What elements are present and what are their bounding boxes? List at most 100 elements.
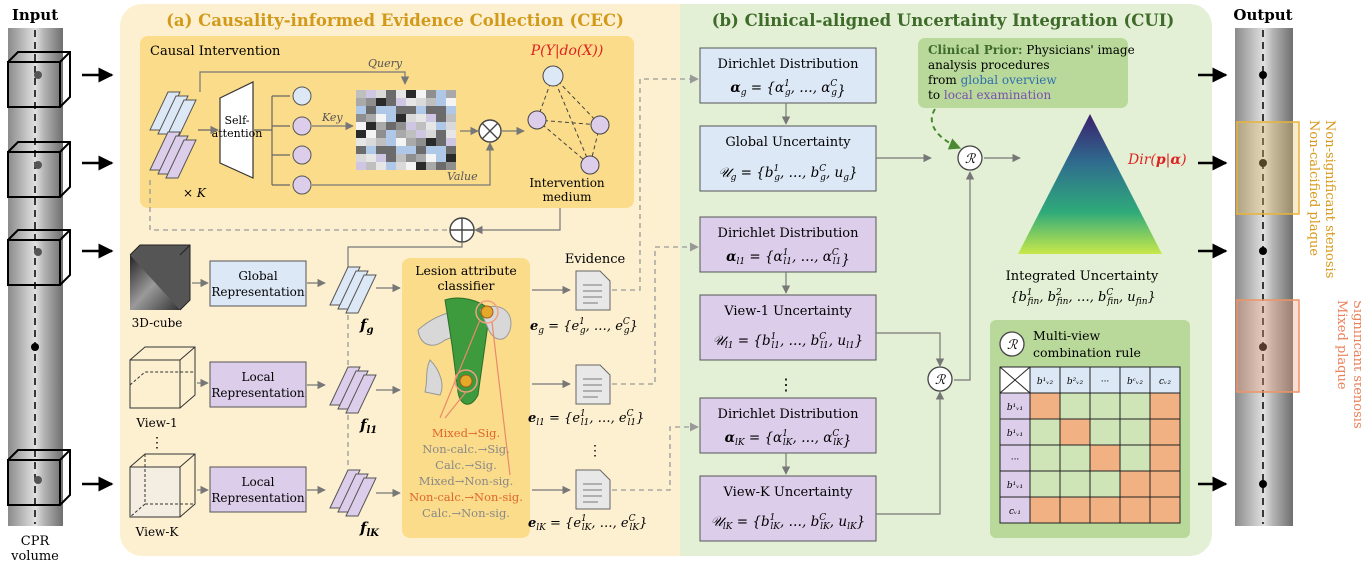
dirichlet-local-1-title: Dirichlet Distribution bbox=[718, 226, 860, 241]
attention-cell bbox=[376, 138, 386, 146]
attention-cell bbox=[416, 114, 426, 122]
output-label-2b: Significant stenosis bbox=[1350, 300, 1361, 429]
local-rep-1-label-1: Local bbox=[242, 370, 275, 384]
attention-cell bbox=[406, 114, 416, 122]
attention-cell bbox=[366, 106, 376, 114]
global-uncertainty-title: Global Uncertainty bbox=[725, 135, 851, 150]
intervention-medium-graph bbox=[527, 65, 610, 175]
matrix-cell bbox=[1119, 418, 1151, 446]
attention-cell bbox=[386, 122, 396, 130]
attention-cell bbox=[406, 106, 416, 114]
matrix-row-header: b¹ᵥ₁ bbox=[1007, 403, 1023, 413]
rule-label-2: combination rule bbox=[1033, 345, 1141, 360]
matrix-corner bbox=[999, 366, 1031, 394]
attention-cell bbox=[396, 138, 406, 146]
attention-cell bbox=[366, 162, 376, 170]
matrix-row-header: ··· bbox=[1011, 455, 1020, 465]
attention-cell bbox=[366, 122, 376, 130]
rule-item: Mixed→Non-sig. bbox=[419, 474, 514, 488]
matrix-cell bbox=[1059, 392, 1091, 420]
attention-cell bbox=[406, 98, 416, 106]
matrix-row-header: cᵥ₁ bbox=[1009, 507, 1021, 517]
cui-title: (b) Clinical-aligned Uncertainty Integra… bbox=[712, 11, 1175, 30]
matrix-cell bbox=[1119, 392, 1151, 420]
stacked-features bbox=[149, 91, 197, 179]
matrix-col-header: b¹ᵥ₂ bbox=[1037, 377, 1054, 387]
attention-cell bbox=[406, 138, 416, 146]
attention-cell bbox=[416, 106, 426, 114]
combination-symbol-global: ℛ bbox=[965, 152, 977, 167]
view1-uncertainty-box bbox=[699, 294, 877, 361]
feature-stack-local-k bbox=[329, 469, 377, 517]
rule-symbol: ℛ bbox=[1007, 338, 1019, 353]
attention-cell bbox=[376, 114, 386, 122]
dirichlet-simplex bbox=[1018, 114, 1162, 254]
attention-cell bbox=[446, 154, 456, 162]
rule-item: Mixed→Sig. bbox=[432, 426, 500, 440]
cui-boxes: Dirichlet Distribution Global Uncertainty… bbox=[699, 47, 877, 542]
matrix-cell bbox=[1119, 444, 1151, 472]
matrix-cell bbox=[1089, 444, 1121, 472]
attention-cell bbox=[366, 154, 376, 162]
matrix-cell bbox=[1059, 470, 1091, 498]
matrix-cell bbox=[1029, 392, 1061, 420]
attention-cell bbox=[436, 98, 446, 106]
attention-cell bbox=[416, 90, 426, 98]
attention-cell bbox=[386, 146, 396, 154]
clinical-prior-line-2: analysis procedures bbox=[928, 58, 1050, 72]
cpr-output-image bbox=[1235, 28, 1293, 526]
local-representation-box-1 bbox=[209, 361, 307, 408]
attention-cell bbox=[396, 122, 406, 130]
attention-cell bbox=[416, 154, 426, 162]
self-attention-label-2: attention bbox=[212, 127, 263, 140]
attention-cell bbox=[386, 114, 396, 122]
attention-cell bbox=[416, 162, 426, 170]
attention-cell bbox=[426, 114, 436, 122]
matrix-cell bbox=[1149, 470, 1181, 498]
query-label: Query bbox=[368, 57, 403, 70]
self-attention-block bbox=[219, 81, 254, 179]
matrix-col-header: cᵥ₂ bbox=[1159, 377, 1171, 387]
attention-cell bbox=[426, 106, 436, 114]
attention-cell bbox=[446, 146, 456, 154]
view-unc-dots: ⋮ bbox=[778, 375, 794, 394]
matrix-cell bbox=[1059, 418, 1091, 446]
clinical-prior-line-3: from global overview bbox=[928, 73, 1057, 87]
cec-title: (a) Causality-informed Evidence Collecti… bbox=[166, 11, 624, 30]
attention-cell bbox=[396, 114, 406, 122]
evidence-doc-local-1 bbox=[575, 364, 611, 405]
attention-cell bbox=[446, 138, 456, 146]
attention-cell bbox=[446, 106, 456, 114]
matrix-col-header: b²ᵥ₂ bbox=[1067, 377, 1084, 387]
rule-item: Calc.→Sig. bbox=[435, 458, 497, 472]
cube-label: 3D-cube bbox=[132, 316, 183, 330]
attention-cell bbox=[416, 138, 426, 146]
viewk-cube bbox=[129, 453, 196, 518]
matrix-cell bbox=[1089, 392, 1121, 420]
attention-cell bbox=[356, 162, 366, 170]
causal-formula: P(Y|do(X)) bbox=[530, 43, 604, 59]
attention-cell bbox=[406, 154, 416, 162]
attention-cell bbox=[436, 138, 446, 146]
clinical-prior-box bbox=[918, 38, 1128, 108]
matrix-cell bbox=[1149, 444, 1181, 472]
dirichlet-output-label: Dir(p|α) bbox=[1127, 152, 1187, 168]
matrix-cell bbox=[1029, 470, 1061, 498]
attention-cell bbox=[396, 106, 406, 114]
rule-label-1: Multi-view bbox=[1033, 328, 1101, 343]
attention-cell bbox=[386, 162, 396, 170]
output-title: Output bbox=[1233, 6, 1292, 24]
attention-cell bbox=[406, 162, 416, 170]
attention-cell bbox=[416, 146, 426, 154]
matrix-cell bbox=[999, 496, 1031, 524]
times-k-label: × K bbox=[183, 186, 207, 200]
attention-cell bbox=[356, 154, 366, 162]
classifier-label-1: Lesion attribute bbox=[415, 263, 517, 278]
attention-cell bbox=[386, 90, 396, 98]
attention-cell bbox=[356, 114, 366, 122]
dirichlet-local-k-title: Dirichlet Distribution bbox=[718, 407, 860, 422]
attention-cell bbox=[396, 162, 406, 170]
